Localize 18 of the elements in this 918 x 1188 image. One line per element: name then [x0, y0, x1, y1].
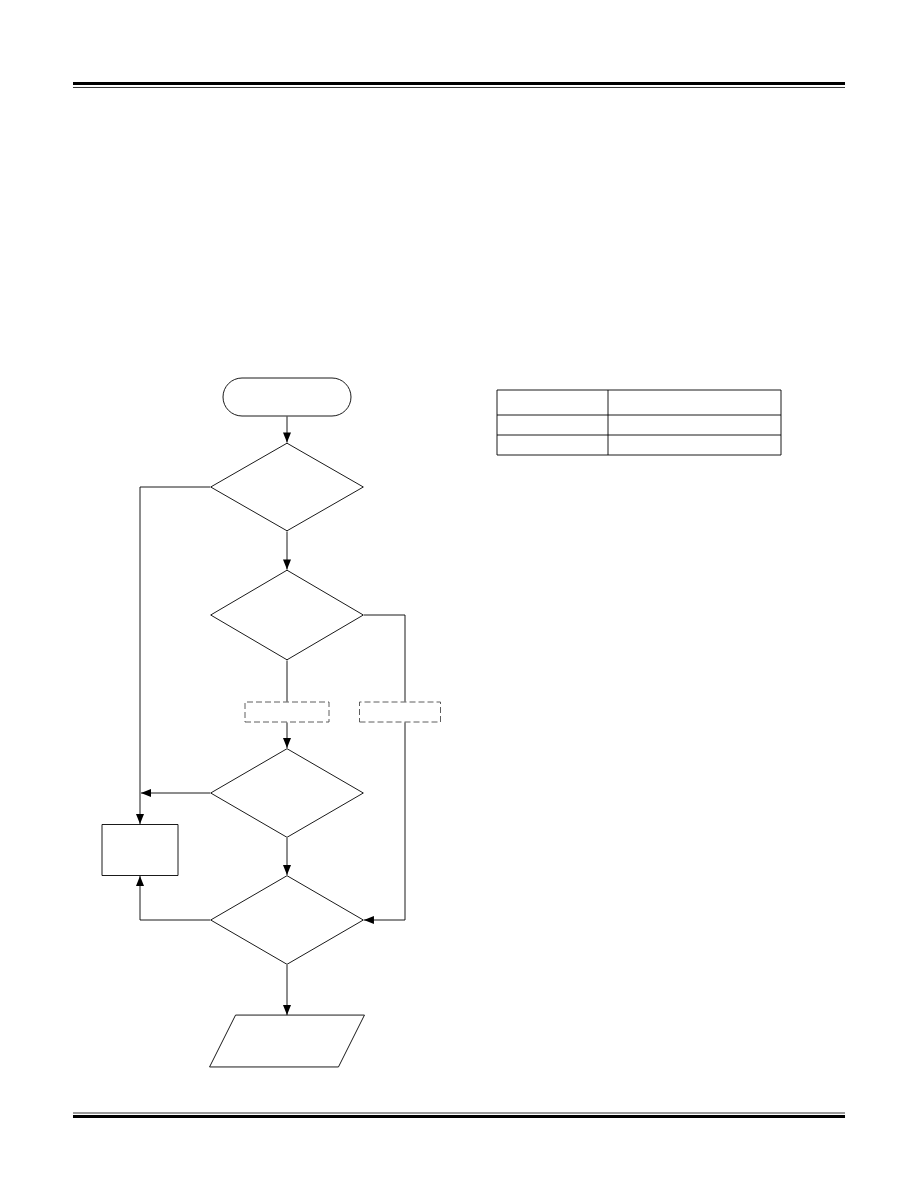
- decision-diamond: [210, 442, 364, 532]
- arrow: [283, 531, 291, 570]
- arrow: [283, 722, 291, 749]
- arrow: [140, 789, 211, 797]
- arrow: [283, 837, 291, 876]
- arrow: [283, 964, 291, 1016]
- process-box: [101, 824, 179, 876]
- arrow: [136, 875, 211, 921]
- arrow: [363, 722, 406, 924]
- decision-diamond: [210, 875, 364, 965]
- decision-diamond: [210, 569, 364, 661]
- decision-diamond: [210, 748, 364, 838]
- output-parallelogram: [209, 1014, 365, 1068]
- start-terminal: [222, 377, 352, 417]
- arrow: [283, 416, 291, 443]
- process-box: [244, 701, 330, 723]
- arrow: [136, 486, 211, 825]
- process-box: [359, 701, 441, 723]
